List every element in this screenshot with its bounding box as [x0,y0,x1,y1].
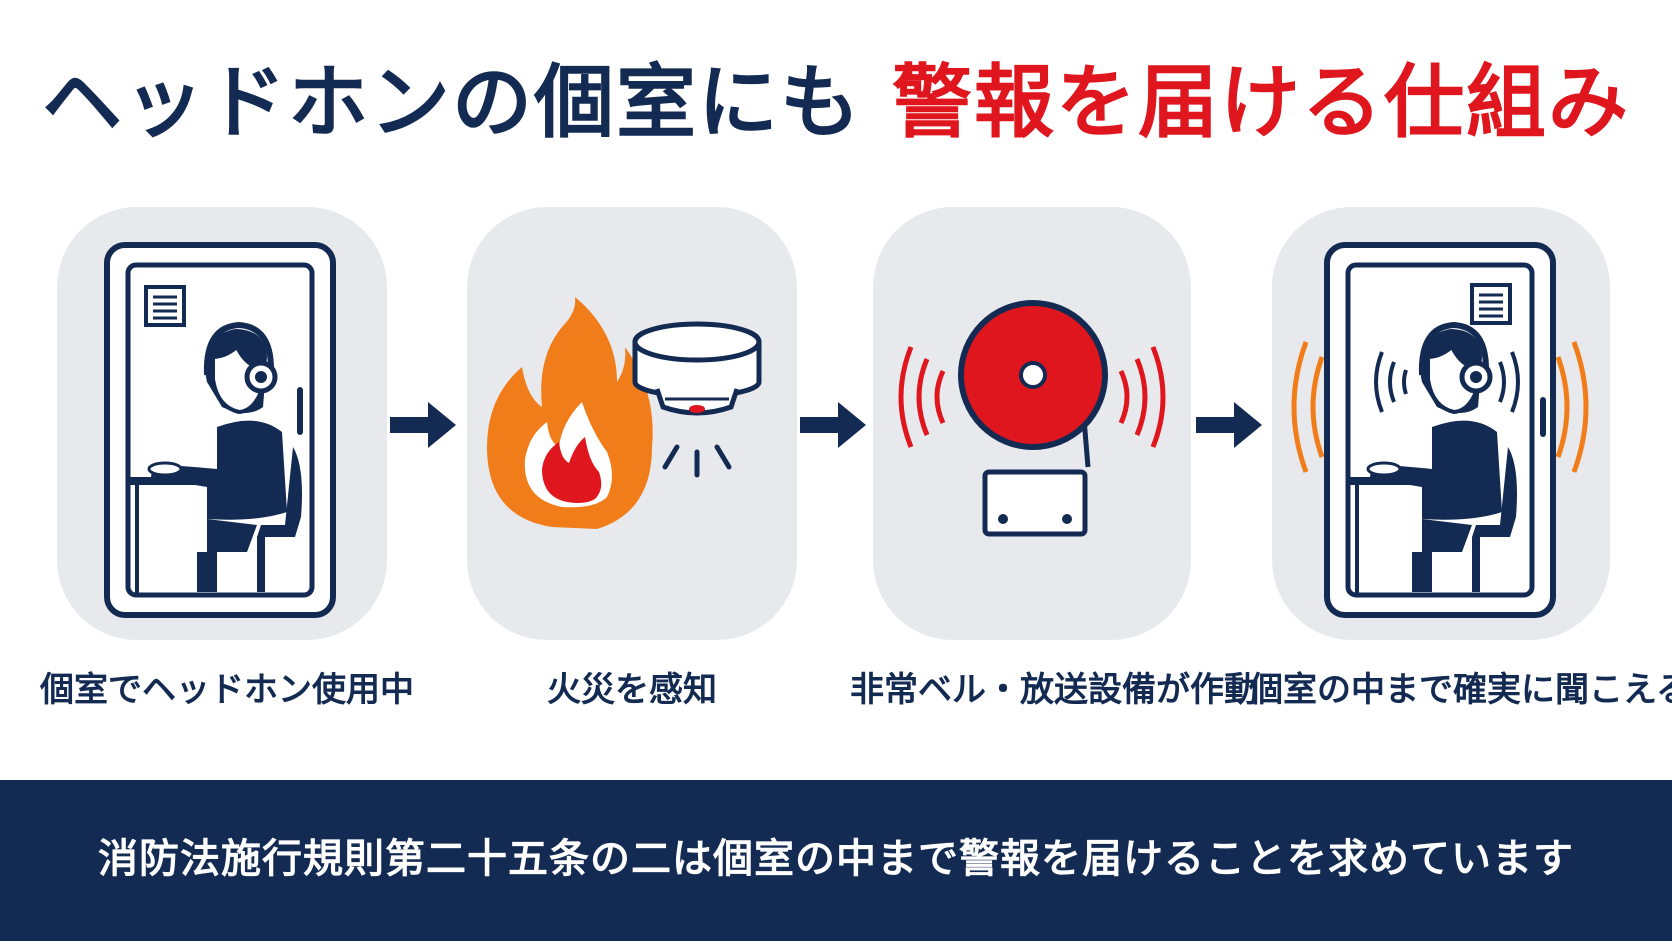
fire-and-smoke-detector-icon [487,297,762,529]
headphone-booth-icon [104,242,336,618]
alarm-bell-icon [898,300,1166,537]
step-1-label: 個室でヘッドホン使用中 [40,670,414,710]
footer-banner: 消防法施行規則第二十五条の二は個室の中まで警報を届けることを求めています [0,780,1672,941]
step-3-label: 非常ベル・放送設備が作動 [850,670,1258,710]
arrow-right-icon [390,402,456,448]
booth-alarm-heard-icon [1291,242,1589,618]
title-part-1: ヘッドホンの個室にも [42,56,862,149]
page-title: ヘッドホンの個室にも警報を届ける仕組み [0,38,1672,154]
step-2-label: 火災を感知 [547,670,717,710]
step-4-label: 個室の中まで確実に聞こえる [1249,670,1672,710]
footer-text: 消防法施行規則第二十五条の二は個室の中まで警報を届けることを求めています [98,836,1574,882]
title-part-2: 警報を届ける仕組み [892,56,1630,149]
arrow-right-icon [800,402,866,448]
arrow-right-icon [1196,402,1262,448]
